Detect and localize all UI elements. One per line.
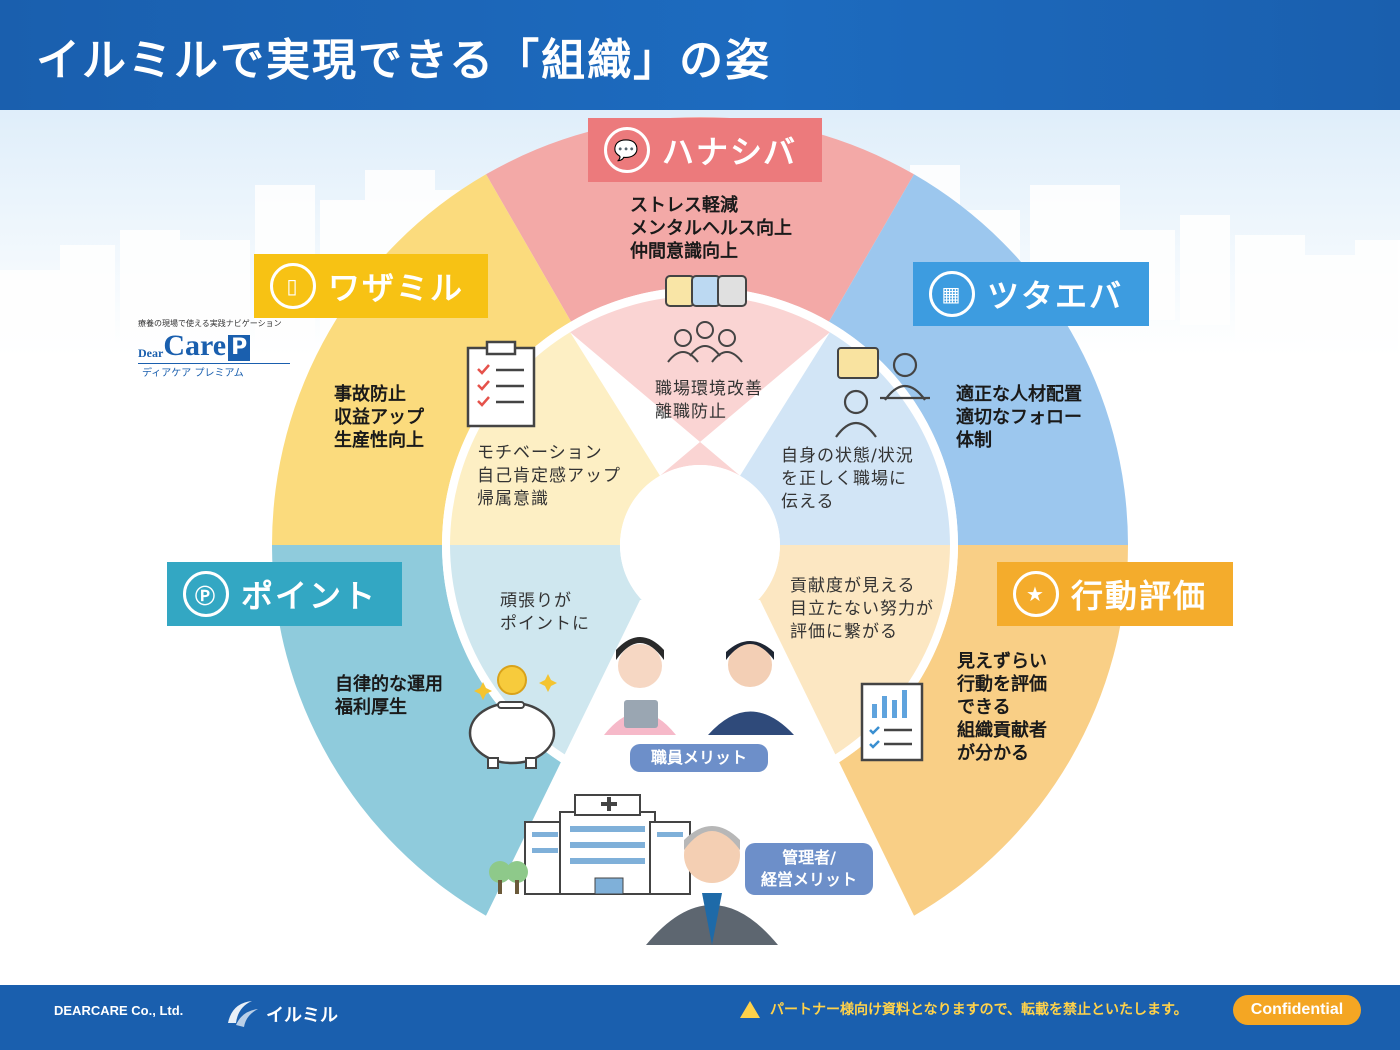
text-line: が分かる — [957, 743, 1029, 764]
logo-dear: Dear — [138, 346, 164, 360]
text-line: 収益アップ — [334, 407, 424, 428]
wazamiru-inner-text: モチベーション 自己肯定感アップ 帰属意識 — [477, 442, 621, 511]
badge-wazamiru-label: ワザミル — [328, 269, 465, 307]
manager-merit-label: 管理者/ 経営メリット — [745, 843, 873, 895]
notice-text: パートナー様向け資料となりますので、転載を禁止といたします。 — [770, 1002, 1188, 1018]
koudou-inner-text: 貢献度が見える 目立たない努力が 評価に繋がる — [790, 575, 934, 644]
irumiru-text: イルミル — [266, 1005, 338, 1026]
text-line: 頑張りが — [500, 591, 572, 611]
irumiru-logo: イルミル — [222, 997, 338, 1031]
irumiru-mark-icon — [228, 1001, 258, 1027]
star-person-icon: ★ — [1013, 571, 1059, 617]
badge-hanashiba[interactable]: 💬 ハナシバ — [588, 118, 822, 182]
header-bar: イルミルで実現できる「組織」の姿 — [0, 0, 1400, 110]
logo-tagline: 療養の現場で使える実践ナビゲーション — [138, 319, 282, 328]
badge-tsutaeba-label: ツタエバ — [987, 277, 1124, 315]
koudou-outer-text: 見えずらい 行動を評価 できる 組織貢献者 が分かる — [957, 650, 1047, 765]
segment-hanashiba-inner — [570, 295, 830, 476]
badge-point-label: ポイント — [241, 577, 378, 615]
badge-tsutaeba[interactable]: ▦ ツタエバ — [913, 262, 1149, 326]
text-line: 生産性向上 — [334, 430, 424, 451]
wazamiru-outer-text: 事故防止 収益アップ 生産性向上 — [334, 383, 424, 452]
logo-care: Care — [163, 329, 227, 362]
text-line: 事故防止 — [334, 384, 406, 405]
text-line: 離職防止 — [655, 402, 727, 422]
dearcare-premium-logo: 療養の現場で使える実践ナビゲーション Dear Care P ディアケア プレミ… — [138, 318, 290, 379]
copy-notice: パートナー様向け資料となりますので、転載を禁止といたします。 — [740, 999, 1188, 1019]
badge-hanashiba-label: ハナシバ — [662, 133, 798, 171]
hanashiba-inner-text: 職場環境改善 離職防止 — [655, 378, 763, 424]
text-line: 組織貢献者 — [957, 720, 1047, 741]
chat-bubble-icon: 💬 — [604, 127, 650, 173]
text-line: 体制 — [956, 430, 992, 451]
phone-p-icon: ▯ — [270, 263, 316, 309]
logo-subtitle: ディアケア プレミアム — [138, 363, 290, 379]
badge-koudou[interactable]: ★ 行動評価 — [997, 562, 1233, 626]
point-inner-text: 頑張りが ポイントに — [500, 590, 590, 636]
staff-merit-label: 職員メリット — [630, 744, 768, 772]
text-line: ストレス軽減 — [630, 195, 738, 216]
text-line: 帰属意識 — [477, 489, 549, 509]
text-line: 貢献度が見える — [790, 576, 916, 596]
team-feelings-icon — [665, 275, 747, 363]
segment-point-inner — [450, 545, 660, 758]
segment-wazamiru-outer — [272, 174, 571, 546]
text-line: 自身の状態/状況 — [781, 446, 914, 466]
badge-koudou-label: 行動評価 — [1071, 577, 1208, 615]
text-line: ポイントに — [500, 614, 590, 634]
segment-tsutaeba-inner — [740, 332, 950, 545]
text-line: 目立たない努力が — [790, 599, 934, 619]
hanashiba-outer-text: ストレス軽減 メンタルヘルス向上 仲間意識向上 — [630, 194, 792, 263]
segment-tsutaeba-outer — [829, 174, 1128, 546]
hospital-illustration — [489, 794, 691, 895]
conversation-icon — [835, 347, 930, 438]
badge-wazamiru[interactable]: ▯ ワザミル — [254, 254, 488, 318]
keyhole-area — [619, 465, 780, 625]
text-line: 福利厚生 — [335, 697, 407, 718]
tsutaeba-inner-text: 自身の状態/状況 を正しく職場に 伝える — [781, 445, 914, 514]
company-name: DEARCARE Co., Ltd. — [54, 1003, 184, 1018]
text-line: 職場環境改善 — [655, 379, 763, 399]
text-line: 適正な人材配置 — [956, 384, 1082, 405]
footer-bar: DEARCARE Co., Ltd. イルミル パートナー様向け資料となりますの… — [0, 985, 1400, 1050]
segment-wazamiru-inner — [450, 332, 660, 545]
segment-koudou-inner — [740, 545, 950, 758]
text-line: 伝える — [781, 492, 835, 512]
warning-icon — [740, 1000, 760, 1018]
badge-point[interactable]: Ⓟ ポイント — [167, 562, 402, 626]
point-outer-text: 自律的な運用 福利厚生 — [335, 673, 443, 719]
meeting-icon: ▦ — [929, 271, 975, 317]
clipboard-icon — [466, 340, 536, 428]
page-title: イルミルで実現できる「組織」の姿 — [36, 35, 772, 86]
text-line: を正しく職場に — [781, 469, 907, 489]
piggy-bank-icon — [468, 665, 557, 769]
text-line: 適切なフォロー — [956, 407, 1082, 428]
text-line: 自己肯定感アップ — [477, 466, 621, 486]
text-line: 仲間意識向上 — [630, 241, 738, 262]
logo-p: P — [228, 335, 251, 361]
text-line: 評価に繋がる — [790, 622, 898, 642]
text-line: 見えずらい — [957, 651, 1047, 672]
report-chart-icon — [860, 682, 924, 762]
text-line: できる — [957, 697, 1011, 718]
text-line: 行動を評価 — [957, 674, 1047, 695]
text-line: メンタルヘルス向上 — [630, 218, 792, 239]
manager-illustration — [646, 826, 778, 945]
segment-koudou-outer — [829, 545, 1128, 916]
text-line: 自律的な運用 — [335, 674, 443, 695]
point-coin-icon: Ⓟ — [183, 571, 229, 617]
text-line: モチベーション — [477, 443, 603, 463]
employees-illustration — [604, 637, 794, 735]
segment-point-outer — [271, 545, 571, 916]
confidential-badge: Confidential — [1233, 995, 1361, 1025]
tsutaeba-outer-text: 適正な人材配置 適切なフォロー 体制 — [956, 383, 1082, 452]
